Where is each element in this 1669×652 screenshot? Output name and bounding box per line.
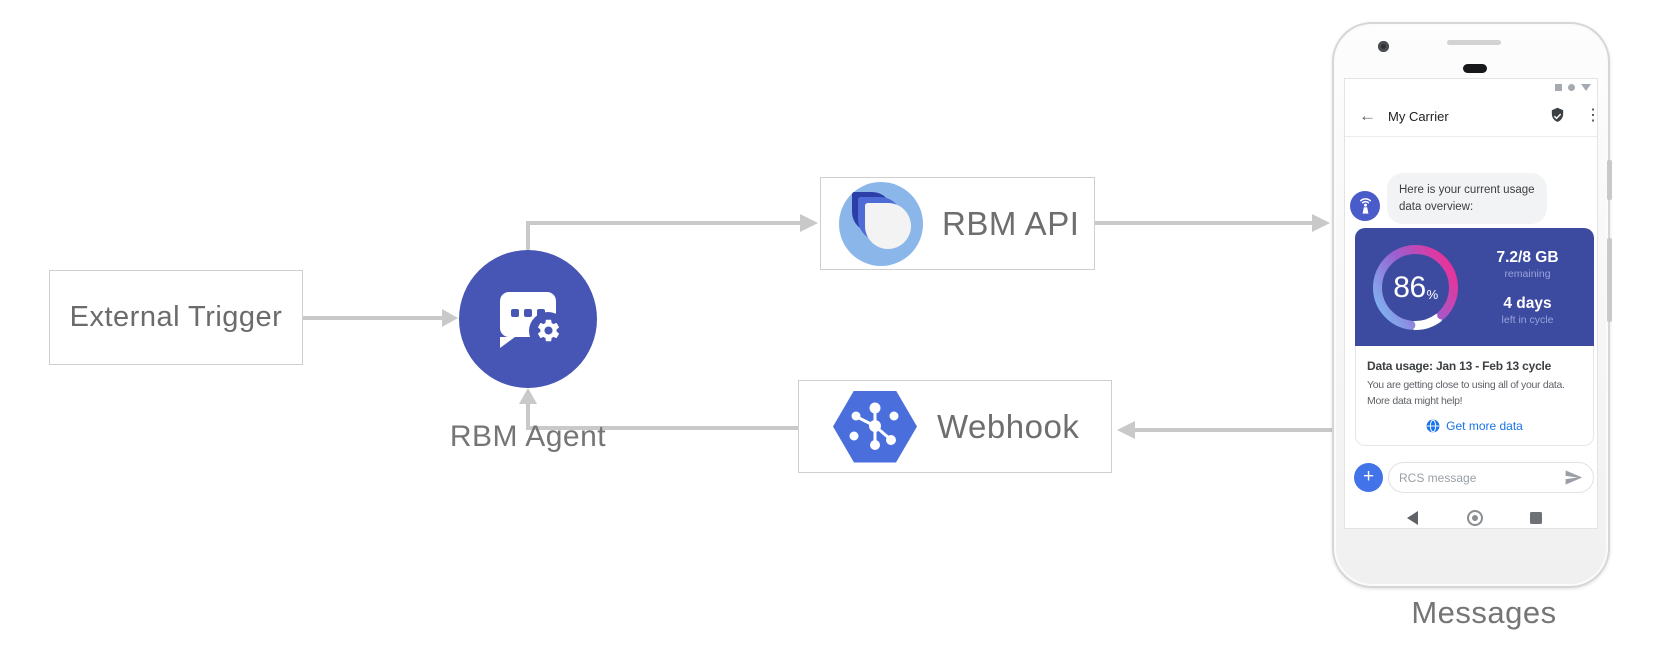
messages-logo-icon <box>839 181 923 266</box>
data-remaining-value: 7.2/8 GB <box>1496 248 1559 266</box>
usage-stats: 7.2/8 GB remaining 4 days left in cycle <box>1467 228 1588 346</box>
message-line: data overview: <box>1399 200 1474 213</box>
webhook-label: Webhook <box>937 407 1080 445</box>
globe-icon <box>1426 419 1440 432</box>
agent-message-bubble: Here is your current usage data overview… <box>1387 173 1547 225</box>
nav-recents-icon[interactable] <box>1530 512 1542 524</box>
usage-card-title: Data usage: Jan 13 - Feb 13 cycle <box>1367 359 1552 373</box>
webhook-node: Webhook <box>798 380 1112 473</box>
overflow-menu-icon[interactable]: ⋮ <box>1585 105 1597 125</box>
front-camera <box>1378 41 1389 52</box>
get-more-data-button[interactable]: Get more data <box>1367 419 1582 433</box>
phone-screen: ← My Carrier ⋮ Here is your current usag… <box>1344 78 1598 529</box>
compose-bar <box>1388 462 1594 493</box>
external-trigger-label: External Trigger <box>69 301 283 333</box>
rbm-agent-label: RBM Agent <box>449 420 607 453</box>
earpiece <box>1463 64 1487 73</box>
rbm-api-label: RBM API <box>942 204 1080 242</box>
nav-home-icon[interactable] <box>1467 510 1483 526</box>
usage-gauge-panel: 86% 7.2/8 GB remaining 4 days left in cy… <box>1355 228 1594 346</box>
usage-card-body: You are getting close to using all of yo… <box>1367 379 1565 391</box>
verified-shield-icon <box>1549 106 1566 130</box>
volume-button[interactable] <box>1607 238 1612 322</box>
rbm-agent-node <box>459 250 597 388</box>
usage-card-body: More data might help! <box>1367 394 1463 407</box>
cloud-hexagon-icon <box>833 390 917 463</box>
status-triangle-icon <box>1581 84 1591 91</box>
android-nav-bar <box>1345 507 1597 528</box>
rcs-message-input[interactable] <box>1399 470 1564 485</box>
message-line: Here is your current usage <box>1399 184 1535 196</box>
back-arrow-icon[interactable]: ← <box>1359 106 1376 125</box>
header-divider <box>1345 136 1597 137</box>
days-left-value: 4 days <box>1503 294 1552 312</box>
messages-caption: Messages <box>1411 595 1557 630</box>
usage-gauge: 86% <box>1368 240 1463 335</box>
external-trigger-node: External Trigger <box>49 270 303 365</box>
phone-mockup: ← My Carrier ⋮ Here is your current usag… <box>1332 22 1612 588</box>
send-icon[interactable] <box>1564 468 1583 487</box>
usage-rich-card: 86% 7.2/8 GB remaining 4 days left in cy… <box>1355 228 1594 446</box>
power-button[interactable] <box>1607 160 1612 200</box>
agent-avatar <box>1350 191 1380 221</box>
usage-details-panel: Data usage: Jan 13 - Feb 13 cycle You ar… <box>1355 346 1594 446</box>
nav-back-icon[interactable] <box>1407 511 1418 525</box>
conversation-title: My Carrier <box>1388 109 1449 124</box>
status-dot-icon <box>1568 84 1575 91</box>
gear-icon <box>529 311 567 350</box>
chat-bubble-icon <box>500 291 567 350</box>
usage-percent: 86% <box>1393 270 1438 304</box>
status-bar <box>1555 84 1591 91</box>
conversation-header: ← My Carrier ⋮ <box>1345 103 1597 135</box>
speaker-slot <box>1447 40 1501 45</box>
days-left-label: left in cycle <box>1501 313 1554 326</box>
rbm-api-node: RBM API <box>820 177 1095 270</box>
data-remaining-label: remaining <box>1504 267 1551 280</box>
arrow-agent-to-api <box>526 221 800 250</box>
status-square-icon <box>1555 84 1562 91</box>
attach-plus-button[interactable]: + <box>1354 463 1383 492</box>
